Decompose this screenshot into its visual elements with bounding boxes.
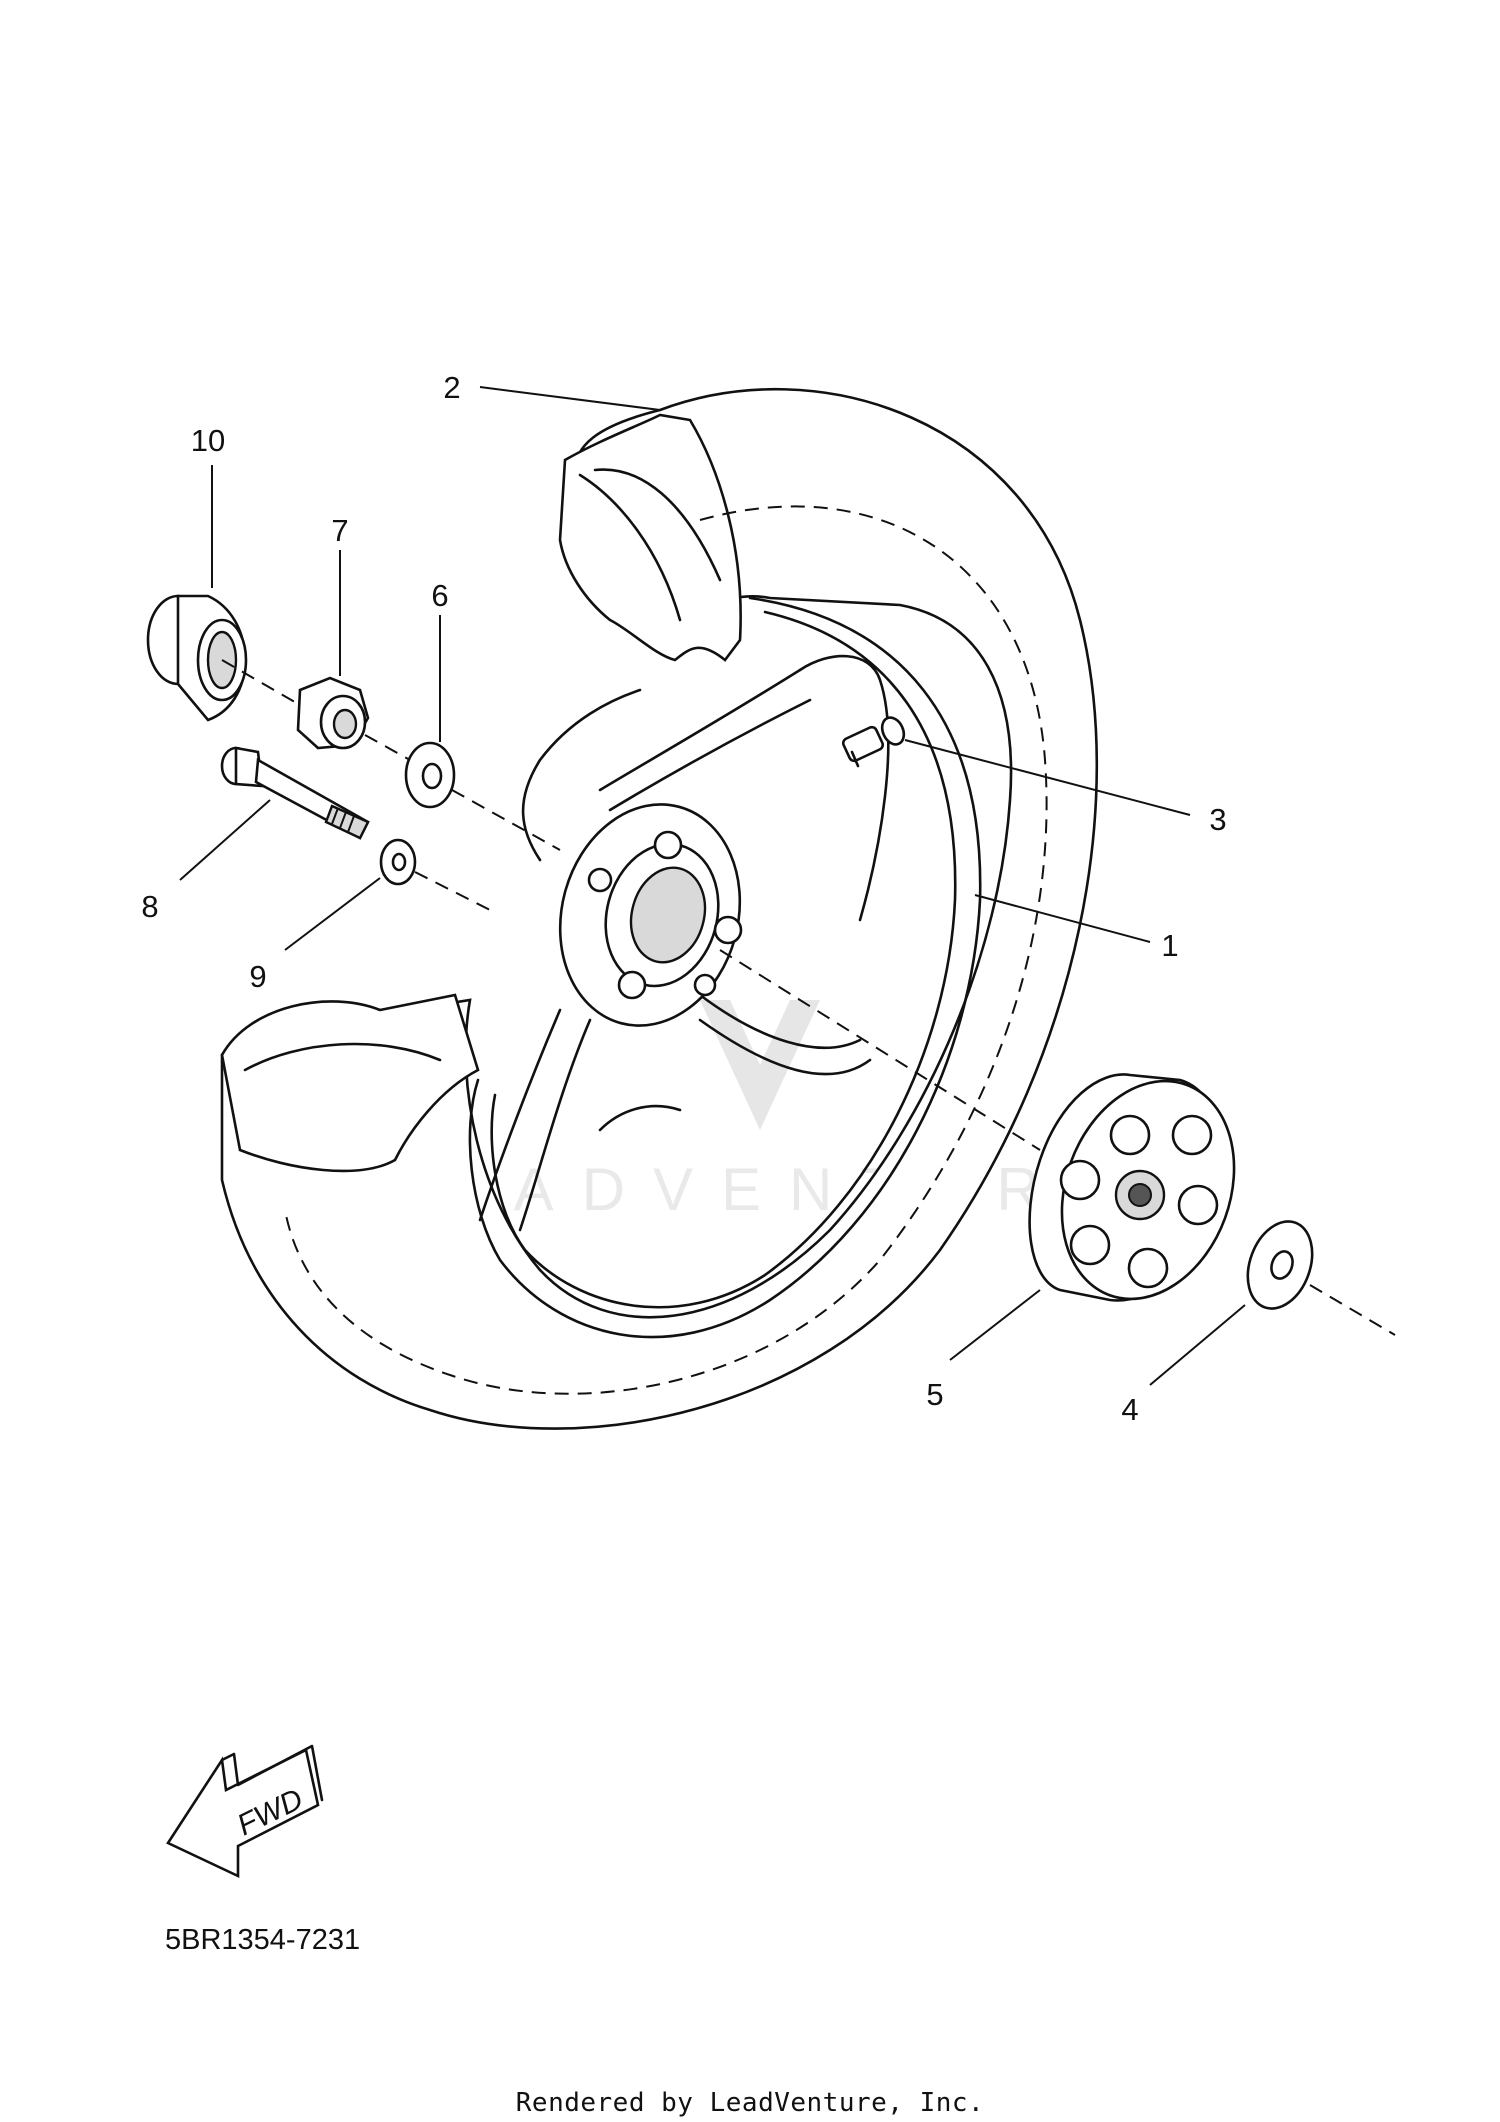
callout-3: 3 (1209, 802, 1226, 837)
washer-left (404, 741, 456, 809)
callout-5: 5 (926, 1377, 943, 1412)
callout-labels: 2 10 7 6 3 1 8 9 5 4 (141, 370, 1226, 1427)
washer-right (1246, 1220, 1314, 1310)
washer-small (379, 838, 417, 886)
callout-8: 8 (141, 889, 158, 924)
valve-stem (841, 716, 906, 768)
leader-lines (179, 386, 1246, 1386)
hub-damper (1028, 1073, 1236, 1302)
assembly-axis-lines (221, 659, 1396, 1336)
axle-bolt (220, 746, 370, 840)
wheel-rim (478, 654, 890, 1232)
callout-9: 9 (249, 959, 266, 994)
fwd-arrow: FWD (166, 1744, 324, 1879)
collar (146, 594, 248, 722)
render-credit: Rendered by LeadVenture, Inc. (515, 2088, 985, 2118)
tire (220, 387, 1099, 1430)
callout-4: 4 (1121, 1392, 1138, 1427)
callout-7: 7 (331, 513, 348, 548)
catalog-code: 5BR1354-7231 (165, 1924, 361, 1956)
callout-10: 10 (191, 423, 225, 458)
callout-6: 6 (431, 578, 448, 613)
callout-2: 2 (443, 370, 460, 405)
axle-nut (296, 676, 370, 750)
callout-1: 1 (1161, 928, 1178, 963)
